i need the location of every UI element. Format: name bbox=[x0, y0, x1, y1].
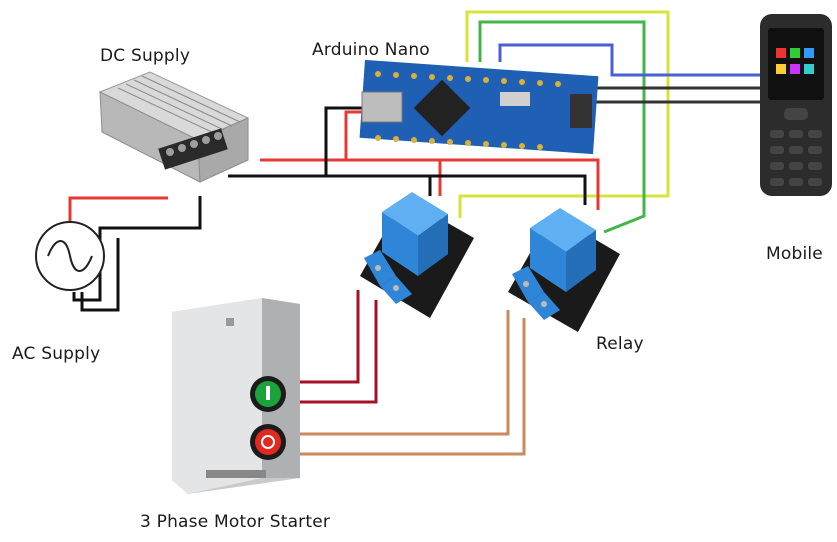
arduino-label: Arduino Nano bbox=[312, 40, 430, 60]
relay-label: Relay bbox=[596, 334, 644, 354]
blue-wire bbox=[498, 43, 760, 77]
dc-supply-label: DC Supply bbox=[100, 46, 191, 66]
motor-starter-label: 3 Phase Motor Starter bbox=[140, 512, 331, 532]
power-supply-icon bbox=[98, 71, 250, 183]
red-wire-dc bbox=[260, 158, 600, 210]
relay-module-icon bbox=[360, 192, 474, 318]
relay-module-icon bbox=[508, 208, 620, 332]
black-wire-arduino bbox=[324, 106, 362, 176]
yellow-wire bbox=[458, 10, 670, 218]
darkred-wire-2 bbox=[282, 300, 378, 404]
ac-source-icon bbox=[35, 221, 105, 291]
ac-black-wire-2 bbox=[80, 238, 120, 312]
motor-starter-icon bbox=[172, 298, 300, 494]
arduino-board-icon bbox=[359, 59, 599, 155]
mobile-phone-icon bbox=[760, 14, 832, 196]
tan-wire-1 bbox=[286, 310, 510, 436]
red-wire-arduino bbox=[344, 110, 362, 160]
green-wire bbox=[478, 20, 646, 234]
ac-supply-label: AC Supply bbox=[12, 344, 101, 364]
ac-red-wire bbox=[68, 196, 168, 222]
tan-wire-2 bbox=[284, 318, 526, 456]
mobile-label: Mobile bbox=[766, 244, 823, 264]
black-wire-dc bbox=[228, 174, 587, 205]
